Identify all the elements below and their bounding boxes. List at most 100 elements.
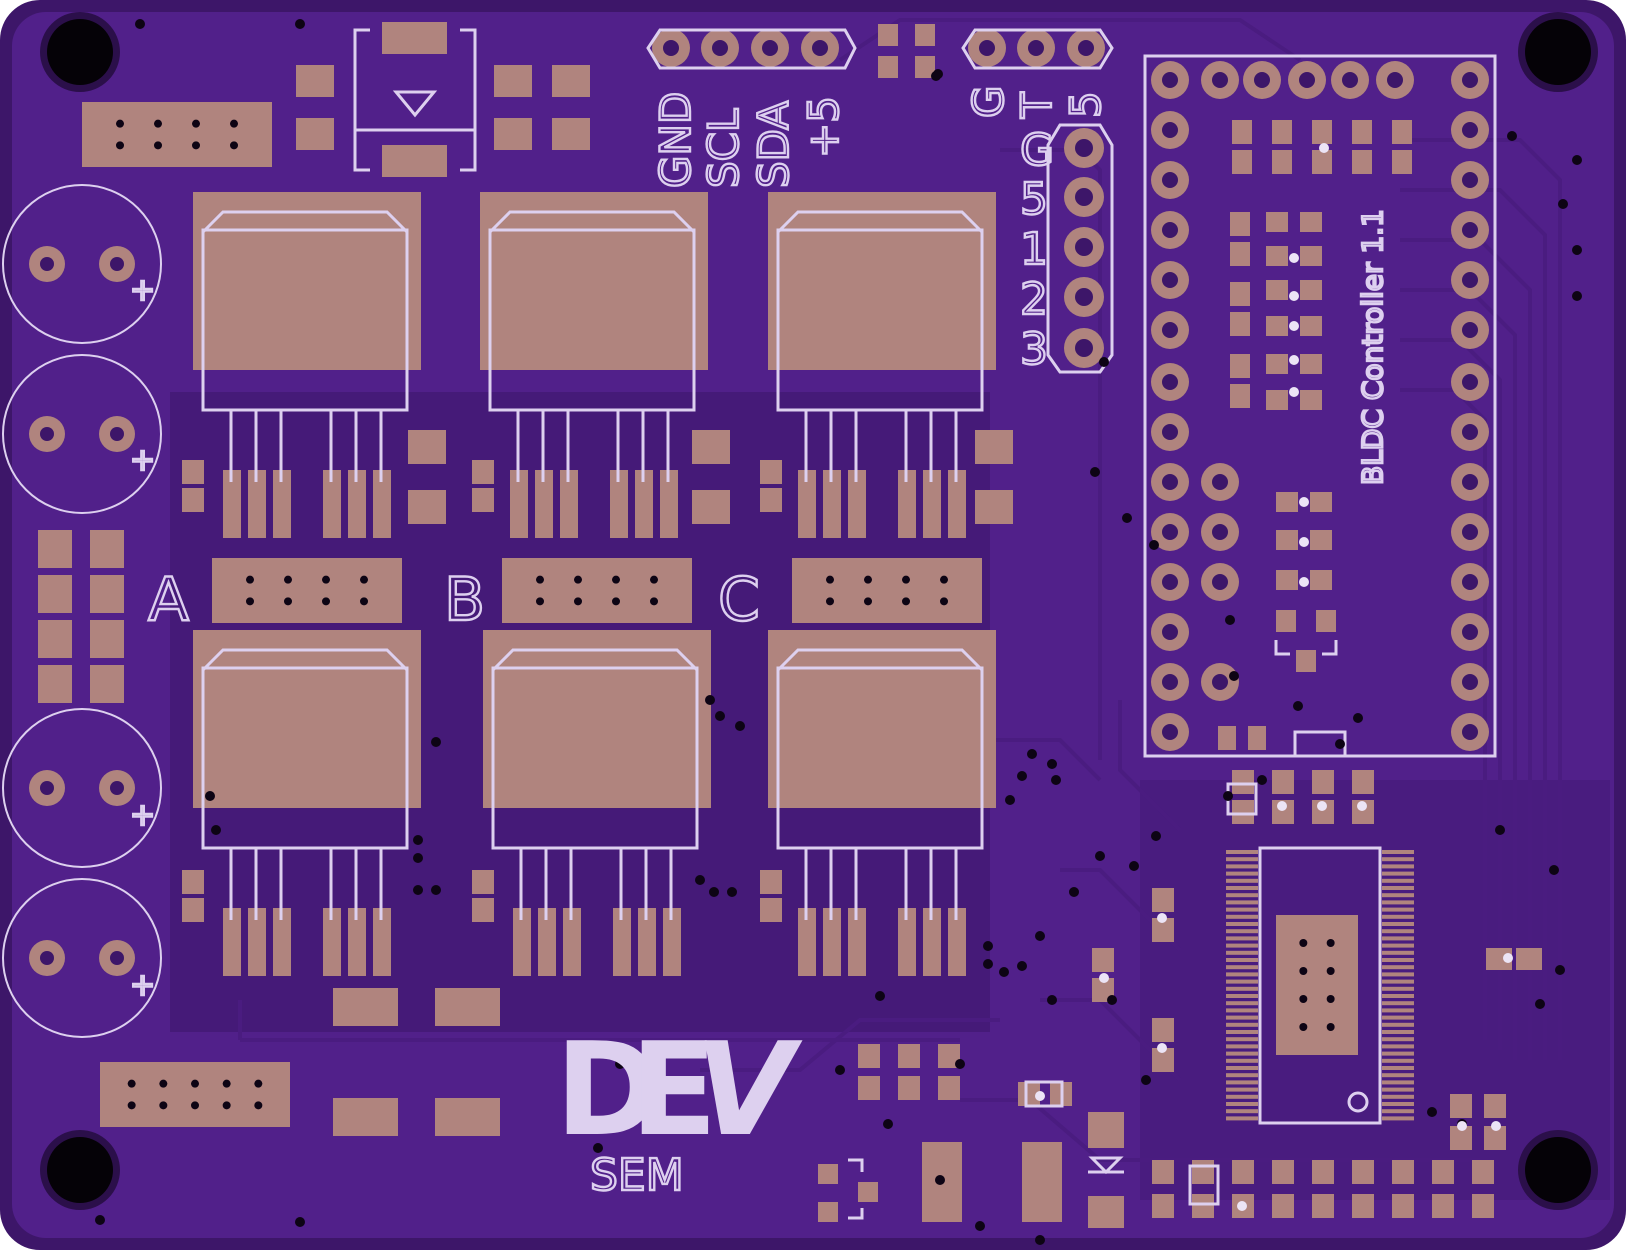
bottom-passive-0-b [1152, 1194, 1174, 1218]
mosfet-c-low-outline [776, 666, 984, 850]
top-left-pad-block-via [192, 141, 200, 150]
bootstrap-pad-1 [408, 490, 446, 524]
module-sot-pad-0 [1276, 610, 1296, 632]
module-sot-pad-2 [1296, 650, 1316, 672]
via-17 [1335, 739, 1345, 749]
regulator-diode-mark [392, 90, 438, 118]
via-49 [431, 885, 441, 895]
via-48 [413, 885, 423, 895]
side-header-pin-1-drill [1075, 188, 1093, 206]
mosfet-b-high-outline [488, 228, 696, 412]
right-res-1-b [1484, 1126, 1506, 1150]
driver-ic-right-pin-3 [1382, 871, 1414, 876]
driver-ic-left-pin-30 [1226, 1066, 1258, 1070]
phase-a-pad-block [212, 558, 402, 623]
driver-ic-right-pin-5 [1382, 886, 1414, 890]
bottom-left-pad-block [100, 1062, 290, 1127]
i2c-header-pin-3-drill [812, 40, 828, 56]
via-62 [1035, 1235, 1045, 1245]
capacitor-1-neg-drill [40, 427, 54, 441]
controller-module-outline [1143, 54, 1497, 758]
logo-letter-e: E [630, 1016, 717, 1165]
controller-right-pin-1-drill [1462, 122, 1478, 138]
top-left-pad-block-via [116, 141, 124, 150]
via-37 [983, 941, 993, 951]
regulator-pad-top [382, 22, 447, 54]
trace-6 [1118, 700, 1182, 832]
driver-cap-0-a [1232, 770, 1254, 794]
controller-right-pin-3-drill [1462, 222, 1478, 238]
pad-via-17 [1491, 1121, 1501, 1131]
mosfet-c-low-pad-2 [848, 908, 866, 976]
module-res-2-a [1230, 354, 1250, 378]
left-smd-pad-6 [38, 665, 72, 703]
mounting-hole-0 [47, 19, 113, 85]
left-smd-pad-0 [38, 530, 72, 568]
mounting-hole-2 [47, 1137, 113, 1203]
mosfet-a-low-tab [193, 630, 421, 808]
controller-left-pin-12-drill [1162, 674, 1178, 690]
trace-3 [1400, 288, 1517, 1060]
via-39 [999, 967, 1009, 977]
bottom-passive-8-b [1472, 1194, 1494, 1218]
bottom-passive-7-a [1432, 1160, 1454, 1184]
via-27 [1069, 887, 1079, 897]
via-34 [1017, 771, 1027, 781]
driver-cap-0-b [1232, 800, 1254, 824]
right-res-0-b [1450, 1126, 1472, 1150]
side-cap-a [1486, 948, 1512, 970]
via-64 [95, 1215, 105, 1225]
module-led-2-a [1266, 280, 1288, 300]
module-cap-4-a [1392, 120, 1412, 144]
controller-left-pin-11-drill [1162, 624, 1178, 640]
bottom-left-pad-block-via [222, 1079, 231, 1088]
trace-13 [700, 1018, 1000, 1072]
bottom-left-pad-block-via [254, 1079, 263, 1088]
driver-ic-thermal-pad-via [1299, 939, 1308, 947]
bottom-left-pad-block-via [222, 1101, 231, 1110]
silkscreen [2, 28, 1497, 1220]
gate-resistor-3-b [182, 898, 204, 922]
traces [238, 18, 1562, 1162]
controller-left-pin-4-drill [1162, 272, 1178, 288]
bottom-passive-5-b [1352, 1194, 1374, 1218]
module-cap-0-b [1232, 150, 1252, 174]
module-cap-3-a [1352, 120, 1372, 144]
driver-ic-left-pin-32 [1226, 1080, 1258, 1085]
bootstrap-pad-0 [408, 430, 446, 464]
capacitor-outline-2 [2, 708, 162, 868]
gate-resistor-1-b [472, 488, 494, 512]
side-header-pin-2-drill [1075, 238, 1093, 256]
mosfet-a-low-pad-4 [348, 908, 366, 976]
driver-ic-right-pin-2 [1382, 864, 1414, 869]
driver-ic-left-pin-23 [1226, 1015, 1258, 1020]
driver-ic-left-pin-31 [1226, 1073, 1258, 1078]
mosfet-b-low-pad-0 [513, 908, 531, 976]
phase-a-pad-block-via [322, 575, 330, 584]
side-header-outline [1046, 123, 1114, 374]
bottom-passive-4-b [1312, 1194, 1334, 1218]
controller-left-pin-3-drill [1162, 222, 1178, 238]
via-33 [1047, 759, 1057, 769]
driver-ic-left-pin-11 [1226, 929, 1258, 934]
right-res-0-a [1450, 1094, 1472, 1118]
bottom-passive-outline [1188, 1164, 1220, 1206]
hdr2-t-label: T [1012, 92, 1061, 119]
phase-b-pad-block-via [650, 575, 658, 584]
driver-ic-right-pin-12 [1382, 936, 1414, 941]
via-41 [715, 711, 725, 721]
driver-ic-thermal-pad [1276, 915, 1358, 1055]
controller-right-pin-12-drill [1462, 674, 1478, 690]
mosfet-b-high-pad-5 [660, 470, 678, 538]
mosfet-a-high-tab [193, 192, 421, 370]
driver-ic-pin1-mark [1347, 1091, 1369, 1113]
module-cap-1-b [1272, 150, 1292, 174]
side-header-pin-0-drill [1075, 139, 1093, 157]
driver-ic-left-pin-22 [1226, 1008, 1258, 1013]
pad-via-0 [1319, 143, 1329, 153]
pad-via-16 [1457, 1121, 1467, 1131]
header-5v-label: +5 [799, 96, 848, 158]
bootstrap-pad-2 [692, 430, 730, 464]
module-res-1-a [1230, 282, 1250, 306]
via-36 [1051, 775, 1061, 785]
